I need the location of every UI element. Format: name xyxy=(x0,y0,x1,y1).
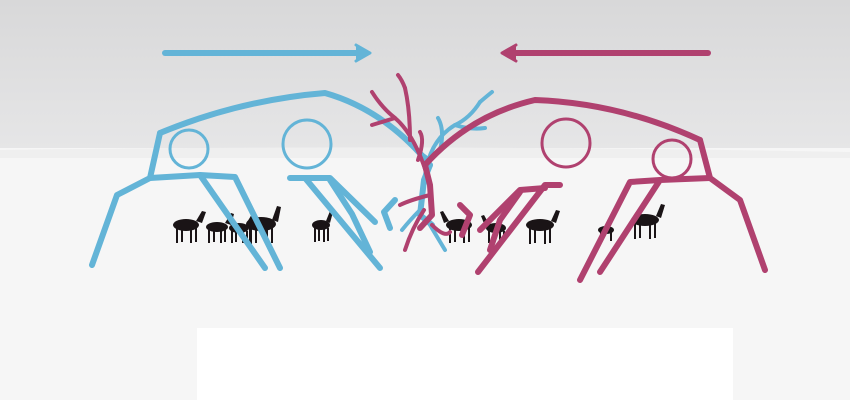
right-stag-shoulder-joint xyxy=(540,117,592,169)
left-arrow-right-icon xyxy=(162,43,372,63)
right-stag-back xyxy=(422,97,703,168)
right-stag-hip-joint xyxy=(651,138,693,180)
deer-silhouette xyxy=(173,211,206,243)
caption-box xyxy=(197,328,733,400)
left-stag-back xyxy=(157,90,433,168)
sky xyxy=(0,0,850,150)
snow-horizon-haze xyxy=(0,147,850,158)
right-stag-rear-leg xyxy=(697,137,768,273)
left-stag-hip-joint xyxy=(168,128,210,170)
left-stag-shoulder-joint xyxy=(281,118,333,170)
left-stag-rear-leg xyxy=(89,130,163,268)
right-arrow-left-icon xyxy=(500,43,711,63)
right-stag-outline-icon xyxy=(370,43,768,283)
deer-silhouette xyxy=(526,210,560,244)
